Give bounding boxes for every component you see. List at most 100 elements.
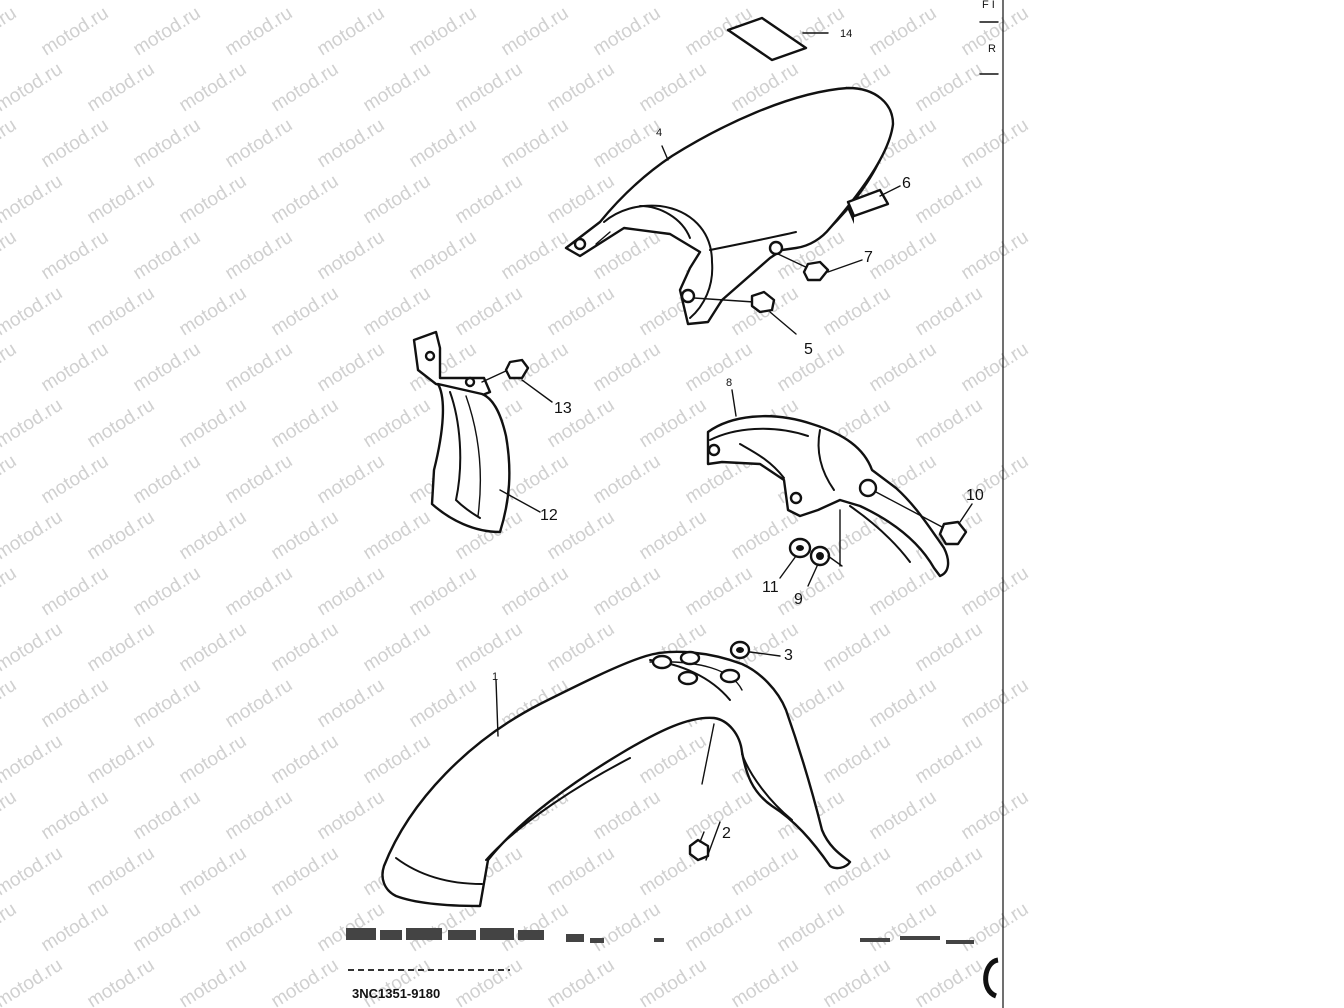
watermark-text: motod.ru (912, 619, 987, 677)
watermark-text: motod.ru (360, 59, 435, 117)
watermark-text: motod.ru (130, 339, 205, 397)
watermark-text: motod.ru (912, 171, 987, 229)
watermark-text: motod.ru (406, 115, 481, 173)
watermark-text: motod.ru (314, 3, 389, 61)
watermark-text: motod.ru (774, 899, 849, 957)
watermark-text: motod.ru (912, 395, 987, 453)
drawing-code: 3NC1351-9180 (352, 986, 440, 1001)
watermark-text: motod.ru (38, 675, 113, 733)
label-3: 3 (784, 647, 793, 664)
watermark-text: motod.ru (0, 787, 20, 845)
watermark-text: motod.ru (268, 955, 343, 1008)
watermark-text: motod.ru (38, 227, 113, 285)
watermark-text: motod.ru (0, 171, 66, 229)
watermark-text: motod.ru (958, 339, 1033, 397)
watermark-text: motod.ru (314, 115, 389, 173)
watermark-text: motod.ru (544, 59, 619, 117)
watermark-text: motod.ru (176, 731, 251, 789)
watermark-text: motod.ru (590, 115, 665, 173)
watermark-text: motod.ru (866, 675, 941, 733)
label-8: 8 (726, 377, 732, 389)
watermark-text: motod.ru (176, 619, 251, 677)
watermark-text: motod.ru (130, 451, 205, 509)
watermark-text: motod.ru (590, 899, 665, 957)
watermark-text: motod.ru (314, 451, 389, 509)
watermark-text: motod.ru (544, 283, 619, 341)
watermark-text: motod.ru (820, 283, 895, 341)
label-13: 13 (554, 400, 572, 417)
watermark-text: motod.ru (452, 619, 527, 677)
watermark-text: motod.ru (0, 227, 20, 285)
edge-text-top: F I (982, 0, 995, 11)
part-10-bolt (875, 491, 973, 546)
watermark-text: motod.ru (820, 955, 895, 1008)
watermark-text: motod.ru (498, 115, 573, 173)
part-6-pad (846, 185, 901, 224)
watermark-text: motod.ru (452, 59, 527, 117)
watermark-text: motod.ru (314, 675, 389, 733)
watermark-text: motod.ru (176, 507, 251, 565)
watermark-text: motod.ru (84, 171, 159, 229)
watermark-text: motod.ru (0, 59, 66, 117)
part-7-bolt (777, 253, 863, 282)
watermark-text: motod.ru (222, 227, 297, 285)
watermark-text: motod.ru (636, 955, 711, 1008)
watermark-text: motod.ru (452, 283, 527, 341)
watermark-text: motod.ru (38, 451, 113, 509)
watermark-text: motod.ru (866, 563, 941, 621)
watermark-text: motod.ru (268, 619, 343, 677)
watermark-text: motod.ru (682, 899, 757, 957)
part-2-screw (688, 723, 721, 862)
watermark-text: motod.ru (0, 731, 66, 789)
watermark-text: motod.ru (268, 59, 343, 117)
watermark-text: motod.ru (222, 115, 297, 173)
watermark-text: motod.ru (912, 283, 987, 341)
watermark-text: motod.ru (728, 843, 803, 901)
watermark-text: motod.ru (0, 843, 66, 901)
watermark-text: motod.ru (498, 227, 573, 285)
watermark-text: motod.ru (590, 339, 665, 397)
label-12: 12 (540, 507, 558, 524)
watermark-text: motod.ru (130, 227, 205, 285)
watermark-text: motod.ru (130, 787, 205, 845)
watermark-text: motod.ru (222, 339, 297, 397)
part-labels: 14 4 6 7 5 13 8 10 12 11 9 3 1 2 (492, 28, 984, 842)
watermark-text: motod.ru (958, 227, 1033, 285)
watermark-text: motod.ru (314, 899, 389, 957)
watermark-text: motod.ru (360, 171, 435, 229)
watermark-text: motod.ru (176, 59, 251, 117)
watermark-text: motod.ru (636, 0, 711, 4)
watermark-text: motod.ru (636, 395, 711, 453)
watermark-text: motod.ru (590, 563, 665, 621)
watermark-text: motod.ru (866, 227, 941, 285)
watermark-text: motod.ru (958, 787, 1033, 845)
watermark-text: motod.ru (590, 787, 665, 845)
watermark-text: motod.ru (406, 227, 481, 285)
watermark-text: motod.ru (360, 507, 435, 565)
watermark-text: motod.ru (84, 283, 159, 341)
scan-noise (346, 928, 974, 971)
part-12-mud-flap (412, 330, 541, 534)
watermark-text: motod.ru (268, 0, 343, 4)
part-11-grommet (779, 537, 812, 579)
watermark-text: motod.ru (0, 563, 20, 621)
watermark-text: motod.ru (452, 0, 527, 4)
watermark-text: motod.ru (0, 619, 66, 677)
watermark-text: motod.ru (452, 171, 527, 229)
watermark-text: motod.ru (314, 787, 389, 845)
watermark-text: motod.ru (176, 395, 251, 453)
watermark-text: motod.ru (84, 395, 159, 453)
watermark-text: motod.ru (912, 955, 987, 1008)
watermark-text: motod.ru (0, 339, 20, 397)
watermark-text: motod.ru (360, 731, 435, 789)
watermark-text: motod.ru (176, 843, 251, 901)
watermark-text: motod.ru (0, 0, 66, 4)
label-6: 6 (902, 175, 911, 192)
watermark-text: motod.ru (222, 451, 297, 509)
watermark-text: motod.ru (406, 899, 481, 957)
watermark-text: motod.ru (130, 899, 205, 957)
label-2: 2 (722, 825, 731, 842)
watermark-text: motod.ru (406, 3, 481, 61)
watermark-text: motod.ru (820, 619, 895, 677)
